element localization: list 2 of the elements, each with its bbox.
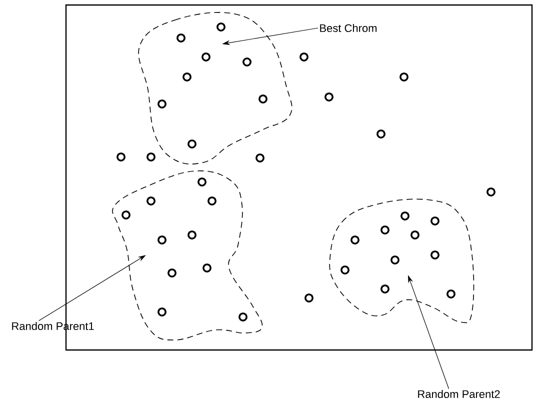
label-text: Best Chrom [320,24,377,32]
label-text: Random Parent2 [418,390,500,398]
